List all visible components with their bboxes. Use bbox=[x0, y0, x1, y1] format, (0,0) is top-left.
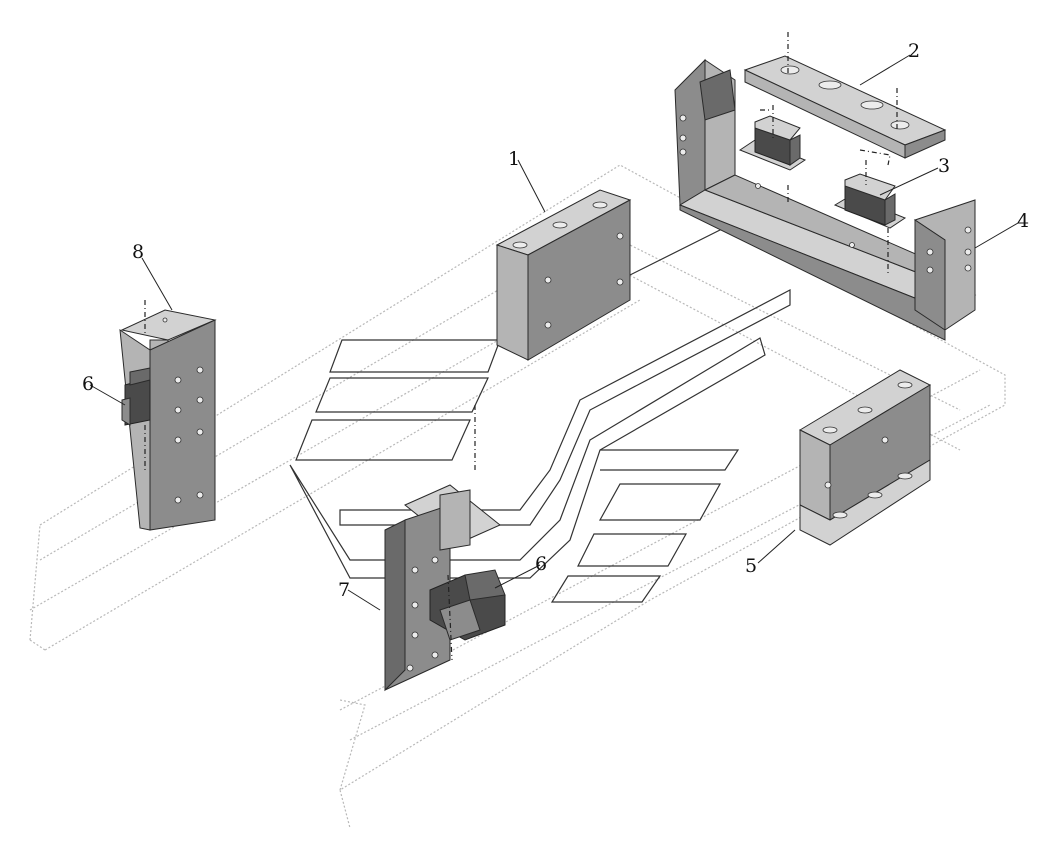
part-6-rubber-stop-left bbox=[121, 367, 151, 426]
assembly-axes bbox=[144, 32, 898, 661]
part-7-lower-bracket bbox=[384, 484, 501, 692]
part-6-rubber-stop-center bbox=[429, 569, 506, 641]
callout-8: 8 bbox=[132, 241, 144, 263]
part-1-l-bracket bbox=[495, 189, 632, 361]
callout-6-center: 6 bbox=[535, 553, 547, 575]
part-4-u-channel-bracket bbox=[674, 58, 977, 341]
callout-3: 3 bbox=[938, 155, 950, 177]
part-3-rubber-mount-right bbox=[833, 173, 907, 229]
callout-6-left: 6 bbox=[82, 373, 94, 395]
callout-1: 1 bbox=[508, 148, 520, 170]
callout-5: 5 bbox=[745, 555, 757, 577]
leader-lines bbox=[89, 54, 1019, 611]
callout-2: 2 bbox=[908, 40, 920, 62]
part-8-side-bracket bbox=[119, 309, 217, 531]
part-5-z-bracket bbox=[798, 369, 932, 546]
callout-7: 7 bbox=[338, 579, 350, 601]
callout-4: 4 bbox=[1017, 210, 1029, 232]
callout-labels: 1 2 3 4 5 6 6 7 8 bbox=[82, 40, 1029, 601]
part-2-top-cover-plate bbox=[743, 55, 947, 159]
part-3-rubber-mount-left bbox=[738, 115, 807, 171]
